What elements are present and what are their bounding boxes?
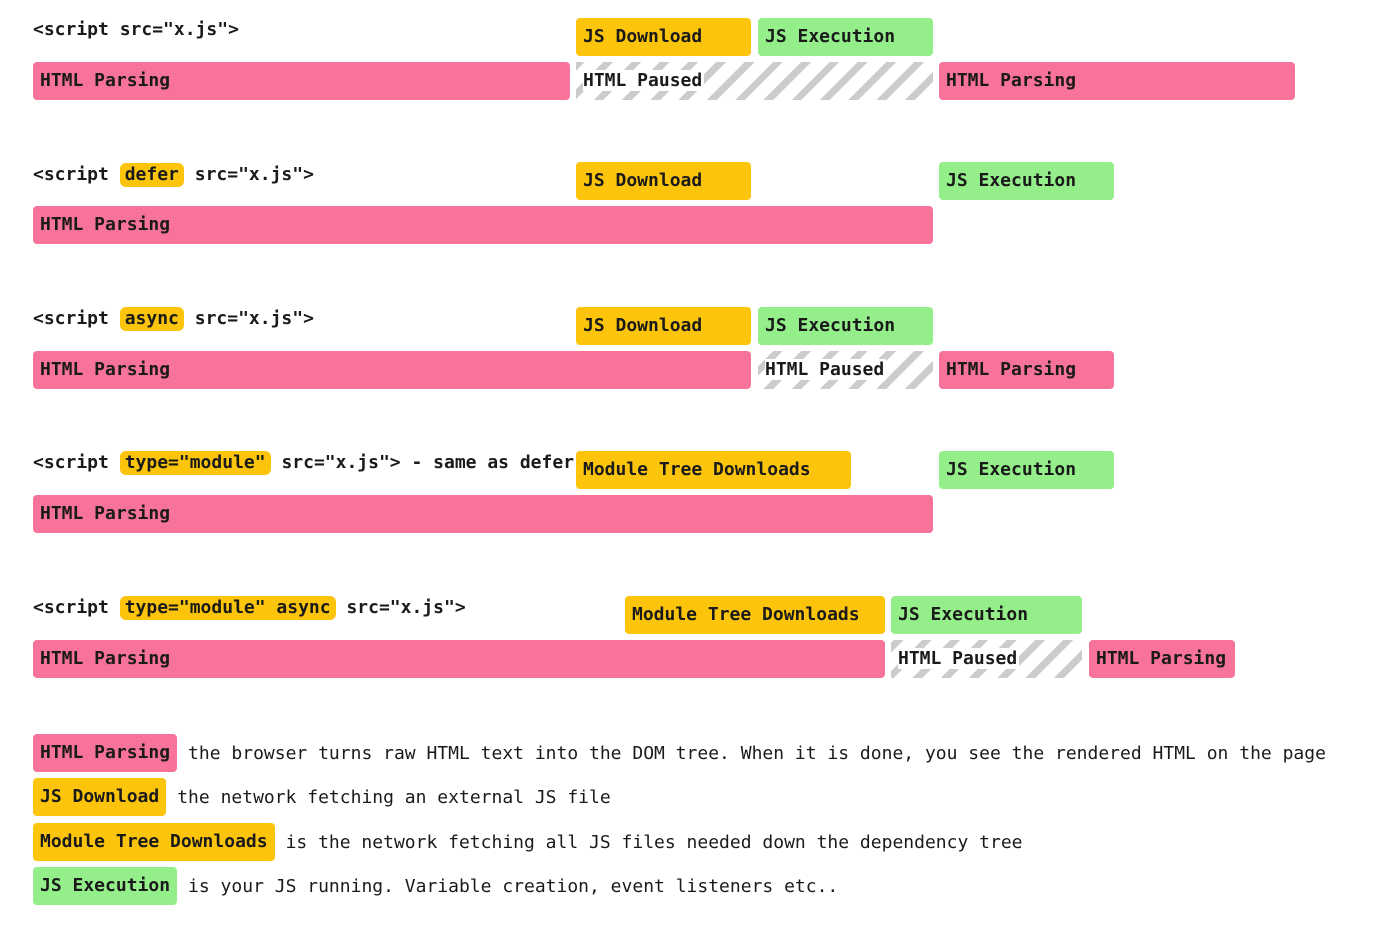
row-3-html-parsing-resume-bar: HTML Parsing (939, 351, 1114, 389)
row-1-html-paused-bar: HTML Paused (576, 62, 933, 100)
legend-js-execution: JS Execution is your JS running. Variabl… (33, 867, 838, 905)
row-5-html-parsing-text: HTML Parsing (40, 648, 171, 669)
row-3-js-download-bar: JS Download (576, 307, 751, 345)
row-2-attribute-tag: defer (119, 163, 184, 187)
legend-html-parsing-chip: HTML Parsing (33, 734, 178, 772)
row-1-js-download-bar: JS Download (576, 18, 751, 56)
legend-module-tree-downloads-chip: Module Tree Downloads (33, 823, 275, 861)
row-3-label-pre: <script (33, 308, 109, 329)
row-3-attribute-tag: async (119, 307, 184, 331)
legend-js-execution-chip: JS Execution (33, 867, 178, 905)
row-2-label: <script defer src="x.js"> (33, 162, 314, 188)
row-2-js-download-bar: JS Download (576, 162, 751, 200)
legend-js-download: JS Download the network fetching an exte… (33, 778, 611, 816)
row-3-js-execution-bar: JS Execution (758, 307, 933, 345)
row-2-js-download-text: JS Download (583, 170, 703, 191)
row-5-html-parsing-resume-text: HTML Parsing (1096, 648, 1227, 669)
row-2-html-parsing-bar: HTML Parsing (33, 206, 933, 244)
row-3-html-paused-bar: HTML Paused (758, 351, 933, 389)
row-5-module-tree-downloads-text: Module Tree Downloads (632, 604, 860, 625)
row-5-label: <script type="module" async src="x.js"> (33, 595, 466, 621)
row-1-js-download-text: JS Download (583, 26, 703, 47)
row-1-html-parsing-resume-bar: HTML Parsing (939, 62, 1295, 100)
row-4-module-tree-downloads-bar: Module Tree Downloads (576, 451, 851, 489)
row-2-label-pre: <script (33, 164, 109, 185)
row-3-html-paused-text: HTML Paused (765, 359, 887, 380)
row-5-html-paused-bar: HTML Paused (891, 640, 1082, 678)
row-1-label-pre: <script src="x.js"> (33, 19, 239, 40)
legend-html-parsing-desc: the browser turns raw HTML text into the… (188, 742, 1326, 764)
row-1-html-parsing-text: HTML Parsing (40, 70, 171, 91)
row-2-js-execution-bar: JS Execution (939, 162, 1114, 200)
row-3-html-parsing-text: HTML Parsing (40, 359, 171, 380)
row-4-attribute-tag: type="module" (119, 451, 271, 475)
row-4-html-parsing-bar: HTML Parsing (33, 495, 933, 533)
row-5-js-execution-bar: JS Execution (891, 596, 1082, 634)
legend-module-tree-downloads-desc: is the network fetching all JS files nee… (285, 831, 1023, 853)
row-1-js-execution-text: JS Execution (765, 26, 896, 47)
row-3-label: <script async src="x.js"> (33, 306, 314, 332)
row-5-html-parsing-resume-bar: HTML Parsing (1089, 640, 1235, 678)
row-5-module-tree-downloads-bar: Module Tree Downloads (625, 596, 885, 634)
legend-html-parsing: HTML Parsing the browser turns raw HTML … (33, 734, 1326, 772)
row-2-js-execution-text: JS Execution (946, 170, 1077, 191)
row-5-js-execution-text: JS Execution (898, 604, 1029, 625)
row-5-html-paused-text: HTML Paused (898, 648, 1020, 669)
row-4-js-execution-bar: JS Execution (939, 451, 1114, 489)
row-4-label-pre: <script (33, 452, 109, 473)
row-3-html-parsing-bar: HTML Parsing (33, 351, 751, 389)
row-1-label: <script src="x.js"> (33, 17, 239, 43)
row-5-html-parsing-bar: HTML Parsing (33, 640, 885, 678)
row-2-html-parsing-text: HTML Parsing (40, 214, 171, 235)
row-4-html-parsing-text: HTML Parsing (40, 503, 171, 524)
row-3-js-download-text: JS Download (583, 315, 703, 336)
row-4-js-execution-text: JS Execution (946, 459, 1077, 480)
row-3-label-post: src="x.js"> (194, 308, 314, 329)
row-4-label: <script type="module" src="x.js"> - same… (33, 450, 574, 476)
row-4-module-tree-downloads-text: Module Tree Downloads (583, 459, 811, 480)
row-4-label-post: src="x.js"> - same as defer (281, 452, 575, 473)
row-1-html-parsing-resume-text: HTML Parsing (946, 70, 1077, 91)
row-1-html-paused-text: HTML Paused (583, 70, 705, 91)
row-5-attribute-tag: type="module" async (119, 596, 336, 620)
legend-js-download-chip: JS Download (33, 778, 167, 816)
row-3-js-execution-text: JS Execution (765, 315, 896, 336)
legend-js-execution-desc: is your JS running. Variable creation, e… (188, 875, 839, 897)
row-1-js-execution-bar: JS Execution (758, 18, 933, 56)
row-3-html-parsing-resume-text: HTML Parsing (946, 359, 1077, 380)
legend-js-download-desc: the network fetching an external JS file (177, 786, 611, 808)
row-2-label-post: src="x.js"> (194, 164, 314, 185)
row-5-label-pre: <script (33, 597, 109, 618)
row-1-html-parsing-bar: HTML Parsing (33, 62, 570, 100)
legend-module-tree-downloads: Module Tree Downloads is the network fet… (33, 823, 1023, 861)
row-5-label-post: src="x.js"> (346, 597, 466, 618)
